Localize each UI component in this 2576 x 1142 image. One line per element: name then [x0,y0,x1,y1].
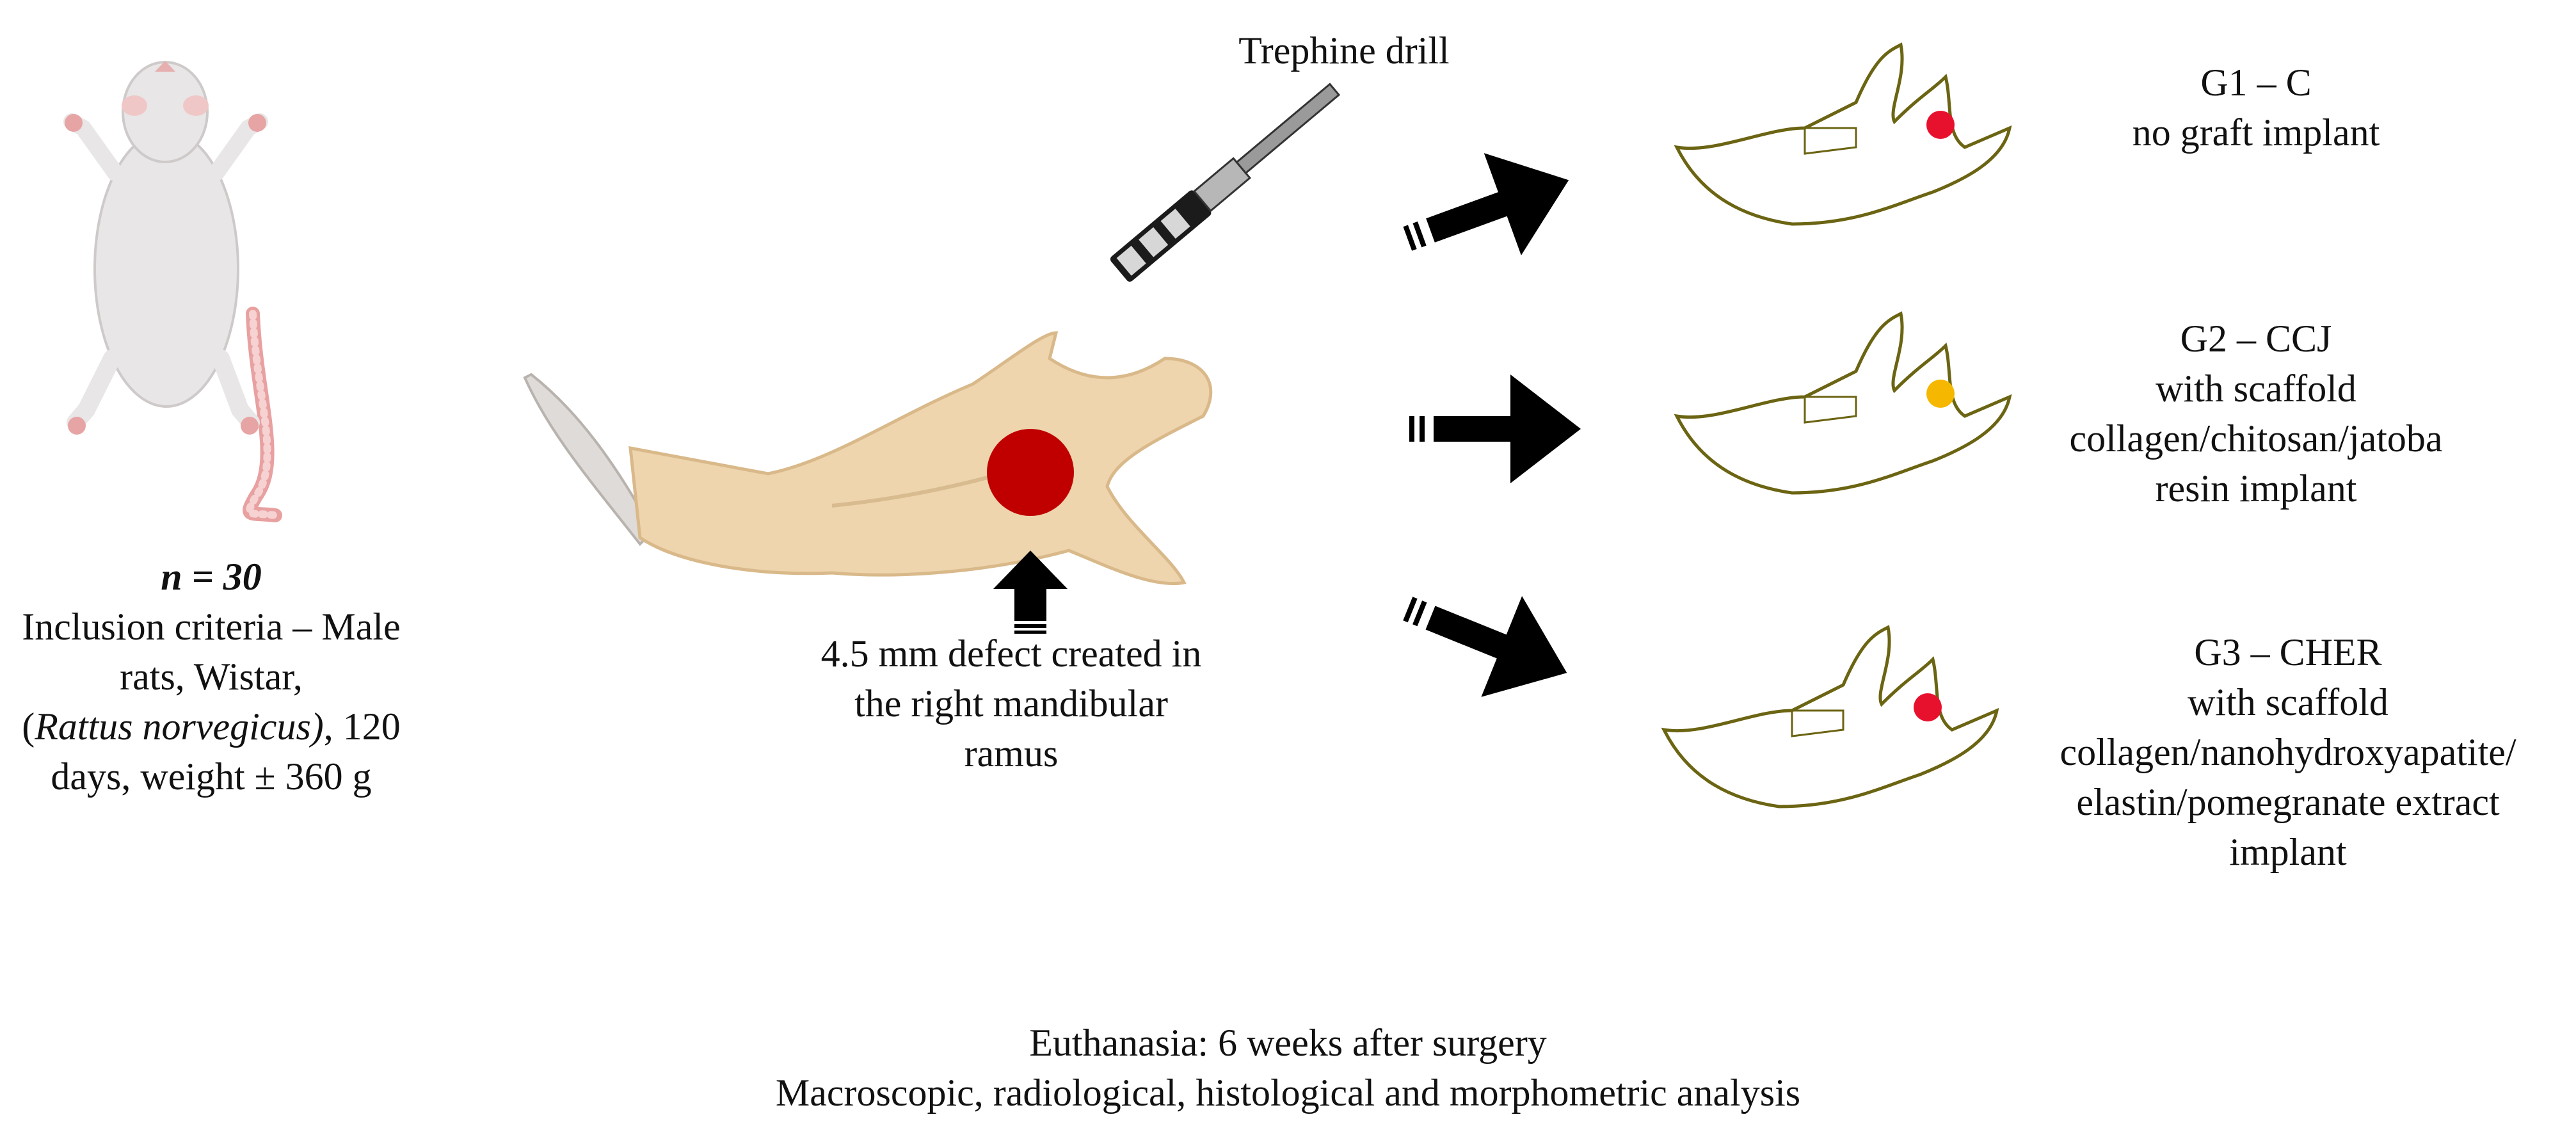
group-g1-label: G1 – C no graft implant [2003,58,2509,157]
group-g1-desc-1: no graft implant [2132,111,2380,154]
group-g3-desc-2: collagen/nanohydroxyapatite/ [2060,731,2516,773]
group-g3-desc-1: with scaffold [2188,681,2388,723]
group-g3-desc-3: elastin/pomegranate extract [2076,781,2500,823]
defect-caption: 4.5 mm defect created in the right mandi… [742,629,1280,778]
trephine-drill-illustration [1110,83,1341,282]
arrow-g1 [1403,153,1569,255]
drill-label: Trephine drill [1238,29,1450,72]
group-g3-title: G3 – CHER [2194,631,2382,673]
group-g2-desc-3: resin implant [2155,467,2357,510]
group-dot-g3 [1914,693,1942,721]
defect-marker [987,429,1074,516]
group-arrows [1403,153,1581,697]
inclusion-line-1: Inclusion criteria – Male [22,606,401,648]
group-g2-title: G2 – CCJ [2180,318,2332,360]
group-g2-label: G2 – CCJ with scaffold collagen/chitosan… [2003,314,2509,513]
footer-caption: Euthanasia: 6 weeks after surgery Macros… [0,1018,2576,1118]
rat-illustration [63,61,282,522]
species-name: Rattus norvegicus) [35,705,324,748]
sample-size-label: n = 30 [161,556,262,598]
mandible-sketch-g1 [1674,42,2012,226]
footer-line-1: Euthanasia: 6 weeks after surgery [1029,1022,1547,1064]
group-dot-g2 [1926,380,1955,408]
defect-line-1: 4.5 mm defect created in [820,632,1202,675]
mandible-illustration [523,331,1213,634]
group-dot-g1 [1926,111,1955,139]
mandible-sketch-g2 [1674,311,2012,495]
arrow-g2 [1409,374,1581,483]
footer-line-2: Macroscopic, radiological, histological … [775,1072,1801,1114]
group-g3-label: G3 – CHER with scaffold collagen/nanohyd… [2003,627,2573,877]
group-g1-title: G1 – C [2200,61,2312,104]
group-g2-desc-1: with scaffold [2156,367,2356,410]
group-g2-desc-2: collagen/chitosan/jatoba [2069,417,2443,460]
inclusion-line-2: rats, Wistar, [120,655,303,698]
inclusion-line-3: (Rattus norvegicus), 120 [22,705,401,748]
arrow-g3 [1403,596,1567,697]
group-g3-desc-4: implant [2229,831,2347,873]
defect-line-2: the right mandibular [854,682,1168,725]
rat-caption: n = 30 Inclusion criteria – Male rats, W… [0,552,422,801]
mandible-sketch-g3 [1661,625,1999,808]
inclusion-line-4: days, weight ± 360 g [51,755,372,798]
defect-line-3: ramus [964,732,1059,775]
